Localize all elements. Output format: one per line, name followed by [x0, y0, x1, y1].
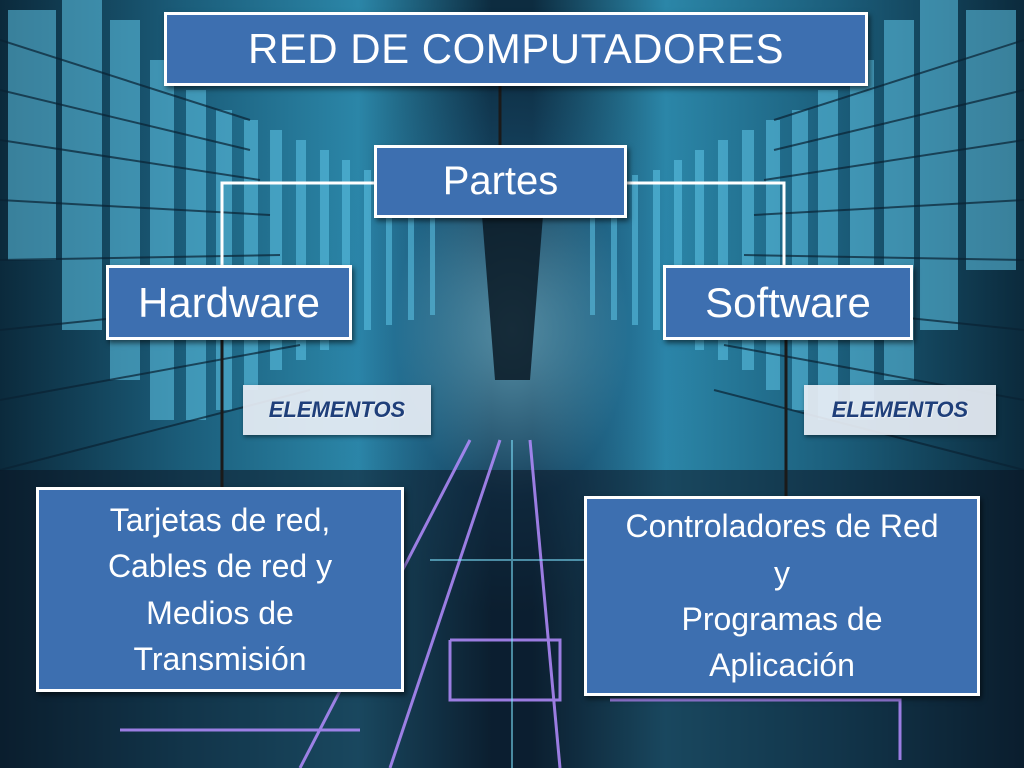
hardware-box: Hardware: [106, 265, 352, 340]
connector-partes-software: [627, 181, 786, 265]
software-elements-text: Controladores de Red y Programas de Apli…: [625, 508, 939, 684]
software-label: Software: [705, 278, 871, 326]
diagram-title-box: RED DE COMPUTADORES: [164, 12, 868, 86]
partes-label: Partes: [442, 159, 559, 203]
partes-box: Partes: [374, 145, 627, 218]
hardware-tag-label: ELEMENTOS: [268, 397, 406, 422]
software-elements-tag: ELEMENTOS: [804, 385, 996, 435]
diagram-title: RED DE COMPUTADORES: [247, 25, 785, 72]
software-box: Software: [663, 265, 913, 340]
hardware-elements-text: Tarjetas de red, Cables de red y Medios …: [107, 501, 333, 677]
hardware-elements-tag: ELEMENTOS: [243, 385, 431, 435]
hardware-label: Hardware: [137, 278, 321, 326]
software-tag-label: ELEMENTOS: [831, 397, 969, 422]
software-elements-box: Controladores de Red y Programas de Apli…: [584, 496, 980, 696]
hardware-elements-box: Tarjetas de red, Cables de red y Medios …: [36, 487, 404, 692]
connector-partes-hardware: [220, 181, 374, 265]
